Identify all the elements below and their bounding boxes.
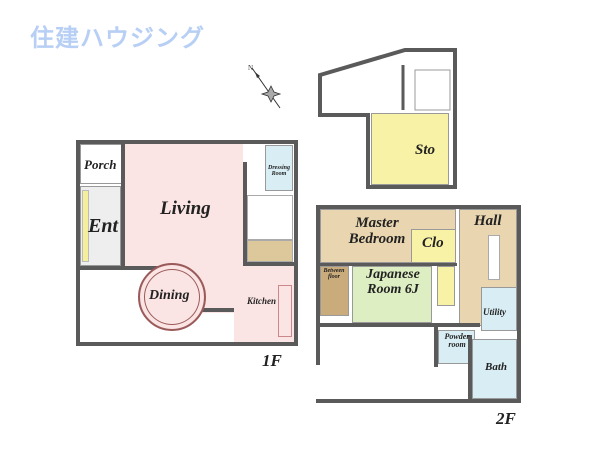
floor-1-label: 1F bbox=[262, 351, 282, 370]
utility bbox=[481, 287, 517, 331]
storage-label: Sto bbox=[415, 142, 436, 158]
living-label: Living bbox=[160, 198, 211, 219]
kitchen bbox=[234, 266, 294, 342]
floor-2-label: 2F bbox=[496, 409, 516, 428]
compass-north-label: N bbox=[248, 64, 253, 72]
between-floor bbox=[320, 266, 349, 316]
storage bbox=[371, 113, 449, 185]
closet bbox=[411, 229, 456, 263]
dining-label: Dining bbox=[149, 288, 190, 303]
entrance-label: Ent bbox=[88, 215, 119, 237]
dressing-room-label: Dressing Room bbox=[267, 165, 290, 178]
company-logo: 住建ハウジング bbox=[30, 24, 205, 52]
living bbox=[125, 144, 243, 268]
compass-icon: N bbox=[244, 60, 284, 110]
dressing-room bbox=[265, 145, 293, 191]
porch-label: Porch bbox=[84, 157, 117, 172]
between-floor-label: Between floor bbox=[323, 268, 345, 281]
kitchen-label: Kitchen bbox=[247, 296, 277, 306]
closet-label: Clo bbox=[422, 235, 444, 251]
bath-label: Bath bbox=[485, 361, 508, 373]
dining-table bbox=[138, 263, 206, 331]
master-bedroom-text: Master Bedroom bbox=[348, 215, 406, 247]
bath bbox=[472, 339, 517, 399]
japanese-room bbox=[352, 266, 432, 323]
utility-label: Utility bbox=[483, 307, 506, 317]
powder-room-label: Powder room bbox=[444, 332, 470, 350]
japanese-room-label: Japanese Room 6J bbox=[366, 267, 420, 297]
master-bedroom-label: Master Bedroom bbox=[337, 215, 417, 248]
hall-label: Hall bbox=[474, 213, 502, 229]
porch bbox=[80, 144, 122, 184]
